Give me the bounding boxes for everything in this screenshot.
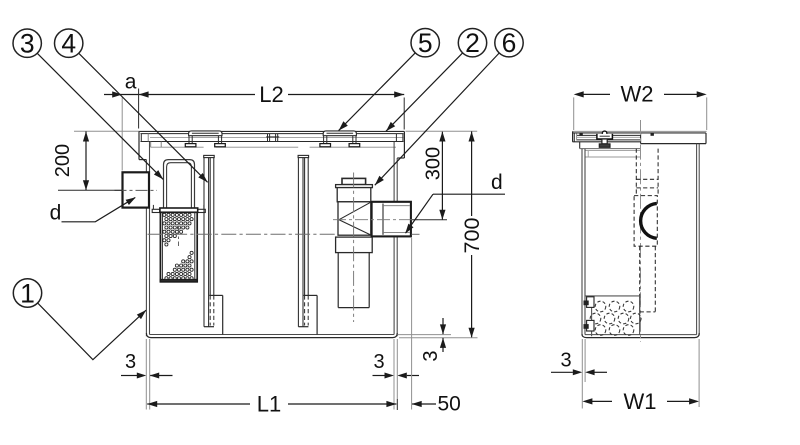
svg-text:2: 2: [465, 28, 480, 58]
svg-text:4: 4: [61, 29, 76, 59]
svg-text:50: 50: [438, 393, 461, 416]
svg-text:300: 300: [422, 147, 444, 180]
svg-text:3: 3: [125, 351, 136, 373]
svg-text:L2: L2: [259, 82, 283, 107]
svg-text:200: 200: [52, 144, 74, 177]
svg-text:a: a: [125, 71, 137, 94]
svg-text:700: 700: [460, 218, 484, 254]
svg-text:d: d: [50, 202, 62, 225]
svg-text:3: 3: [373, 351, 384, 373]
svg-text:W1: W1: [624, 389, 657, 414]
svg-text:L1: L1: [257, 392, 281, 417]
svg-text:3: 3: [420, 350, 442, 361]
svg-text:5: 5: [418, 28, 433, 58]
svg-text:6: 6: [502, 28, 517, 58]
svg-text:3: 3: [560, 350, 571, 372]
svg-text:1: 1: [20, 278, 35, 308]
svg-text:3: 3: [20, 29, 35, 59]
svg-text:d: d: [491, 171, 503, 194]
svg-text:W2: W2: [621, 82, 654, 107]
